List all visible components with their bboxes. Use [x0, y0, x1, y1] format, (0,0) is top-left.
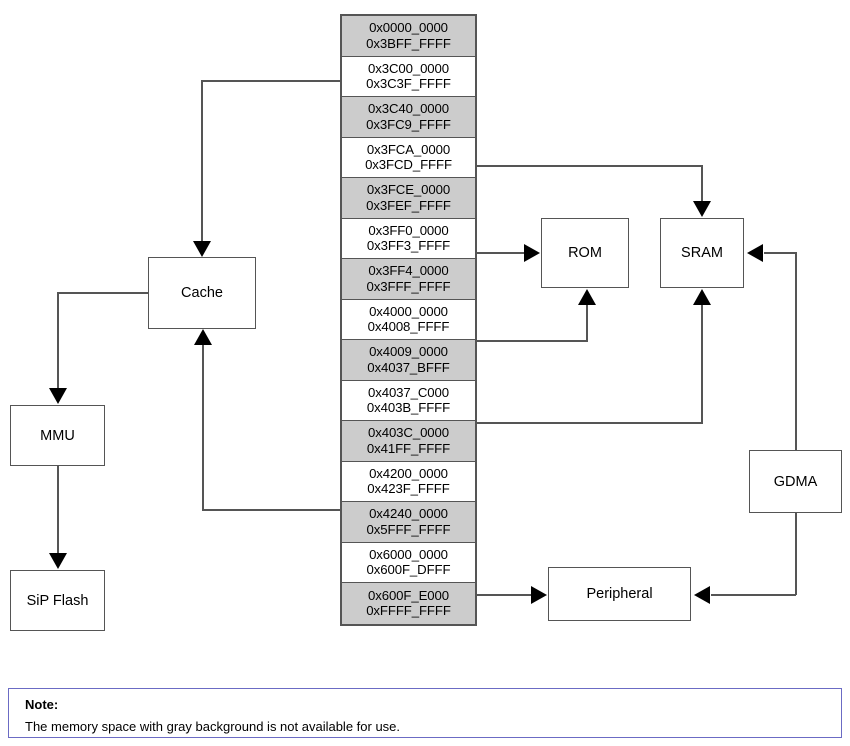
- connector-flash-region-to-cache-h: [201, 80, 341, 82]
- memory-row-start: 0x3FF4_0000: [368, 263, 449, 279]
- memory-row: 0x6000_0000 0x600F_DFFF: [342, 542, 475, 583]
- connector-peripheral-region-to-peripheral: [477, 594, 532, 596]
- node-rom: ROM: [541, 218, 629, 288]
- connector-cache-to-mmu-v: [57, 292, 59, 389]
- memory-row-start: 0x600F_E000: [367, 587, 450, 603]
- arrowhead-into-sipflash-top: [49, 553, 67, 569]
- arrowhead-into-peripheral-left: [531, 586, 547, 604]
- note-title: Note:: [25, 697, 59, 712]
- memory-row: 0x3FF4_0000 0x3FFF_FFFF: [342, 259, 475, 300]
- memory-row-end: 0xFFFF_FFFF: [366, 603, 451, 619]
- node-peripheral-label: Peripheral: [586, 586, 653, 602]
- memory-row-start: 0x0000_0000: [369, 20, 448, 36]
- connector-rom-region-to-rom: [477, 252, 525, 254]
- node-sram-label: SRAM: [681, 245, 723, 261]
- memory-row-end: 0x423F_FFFF: [367, 481, 450, 497]
- memory-row-end: 0x3FFF_FFFF: [366, 278, 451, 294]
- connector-mmu-to-sipflash: [57, 466, 59, 554]
- connector-flash-region-to-cache-v: [201, 80, 203, 243]
- memory-row-start: 0x6000_0000: [369, 546, 448, 562]
- connector-gdma-to-peripheral-h: [711, 594, 796, 596]
- memory-row-end: 0x403B_FFFF: [366, 400, 451, 416]
- memory-row-start: 0x403C_0000: [367, 425, 450, 441]
- connector-cache-to-mmu-h: [57, 292, 149, 294]
- memory-row-start: 0x3FCA_0000: [366, 141, 451, 157]
- memory-row-end: 0x4008_FFFF: [367, 319, 450, 335]
- memory-row: 0x4240_0000 0x5FFF_FFFF: [342, 502, 475, 543]
- arrowhead-into-mmu-top: [49, 388, 67, 404]
- memory-row-start: 0x3FCE_0000: [366, 182, 451, 198]
- node-mmu: MMU: [10, 405, 105, 466]
- arrowhead-into-sram-top: [693, 201, 711, 217]
- arrowhead-into-sram-right: [747, 244, 763, 262]
- memory-row-end: 0x3FEF_FFFF: [366, 197, 451, 213]
- memory-row-start: 0x4037_C000: [367, 384, 450, 400]
- memory-row: 0x600F_E000 0xFFFF_FFFF: [342, 583, 475, 624]
- memory-row: 0x403C_0000 0x41FF_FFFF: [342, 421, 475, 462]
- node-sip-flash-label: SiP Flash: [26, 592, 89, 609]
- node-sram: SRAM: [660, 218, 744, 288]
- memory-row: 0x3FF0_0000 0x3FF3_FFFF: [342, 218, 475, 259]
- node-cache: Cache: [148, 257, 256, 329]
- connector-gdma-to-peripheral-v: [795, 512, 797, 595]
- arrowhead-into-peripheral-right: [694, 586, 710, 604]
- memory-row: 0x4200_0000 0x423F_FFFF: [342, 461, 475, 502]
- memory-row: 0x3FCA_0000 0x3FCD_FFFF: [342, 137, 475, 178]
- node-rom-label: ROM: [568, 245, 602, 261]
- memory-row-end: 0x600F_DFFF: [366, 562, 451, 578]
- memory-row-end: 0x41FF_FFFF: [366, 440, 451, 456]
- node-cache-label: Cache: [181, 285, 223, 301]
- memory-row-start: 0x4240_0000: [369, 506, 448, 522]
- memory-row-end: 0x3FC9_FFFF: [366, 116, 451, 132]
- connector-psram-region-to-cache-h: [202, 509, 341, 511]
- memory-row-end: 0x3FF3_FFFF: [366, 238, 451, 254]
- node-gdma: GDMA: [749, 450, 842, 513]
- arrowhead-into-cache-bottom: [194, 329, 212, 345]
- memory-row: 0x4009_0000 0x4037_BFFF: [342, 340, 475, 381]
- memory-row-end: 0x3FCD_FFFF: [365, 157, 452, 173]
- memory-row-start: 0x4200_0000: [369, 465, 448, 481]
- memory-row: 0x3C00_0000 0x3C3F_FFFF: [342, 56, 475, 97]
- memory-address-map: 0x0000_0000 0x3BFF_FFFF 0x3C00_0000 0x3C…: [340, 14, 477, 626]
- memory-row: 0x3FCE_0000 0x3FEF_FFFF: [342, 178, 475, 219]
- memory-row-end: 0x4037_BFFF: [367, 359, 450, 375]
- memory-row-start: 0x3C40_0000: [367, 101, 450, 117]
- memory-row-start: 0x3FF0_0000: [368, 222, 449, 238]
- connector-gdma-to-sram-v: [795, 252, 797, 451]
- connector-sram-alias-to-sram-h: [477, 422, 703, 424]
- note-text: The memory space with gray background is…: [25, 719, 401, 734]
- memory-row-end: 0x3BFF_FFFF: [366, 35, 451, 51]
- arrowhead-into-sram-bottom: [693, 289, 711, 305]
- arrowhead-into-cache-top: [193, 241, 211, 257]
- connector-sram-region-to-sram-v: [701, 165, 703, 202]
- connector-sram-region-to-sram-h: [477, 165, 703, 167]
- node-mmu-label: MMU: [40, 427, 75, 444]
- memory-row: 0x4000_0000 0x4008_FFFF: [342, 299, 475, 340]
- note-box: Note: The memory space with gray backgro…: [8, 688, 842, 738]
- memory-row: 0x3C40_0000 0x3FC9_FFFF: [342, 97, 475, 138]
- node-gdma-label: GDMA: [773, 473, 818, 490]
- connector-rom-alias-to-rom-h: [477, 340, 588, 342]
- connector-gdma-to-sram-h: [764, 252, 796, 254]
- connector-rom-alias-to-rom-v: [586, 305, 588, 341]
- node-peripheral: Peripheral: [548, 567, 691, 621]
- connector-psram-region-to-cache-v: [202, 345, 204, 510]
- memory-row-start: 0x4009_0000: [369, 344, 448, 360]
- memory-row-end: 0x3C3F_FFFF: [366, 76, 451, 92]
- connector-sram-alias-to-sram-v: [701, 305, 703, 423]
- node-sip-flash: SiP Flash: [10, 570, 105, 631]
- memory-row-end: 0x5FFF_FFFF: [366, 521, 451, 537]
- memory-row-start: 0x3C00_0000: [367, 60, 450, 76]
- arrowhead-into-rom-left: [524, 244, 540, 262]
- memory-row: 0x0000_0000 0x3BFF_FFFF: [342, 16, 475, 57]
- arrowhead-into-rom-bottom: [578, 289, 596, 305]
- memory-row-start: 0x4000_0000: [369, 303, 448, 319]
- memory-row: 0x4037_C000 0x403B_FFFF: [342, 380, 475, 421]
